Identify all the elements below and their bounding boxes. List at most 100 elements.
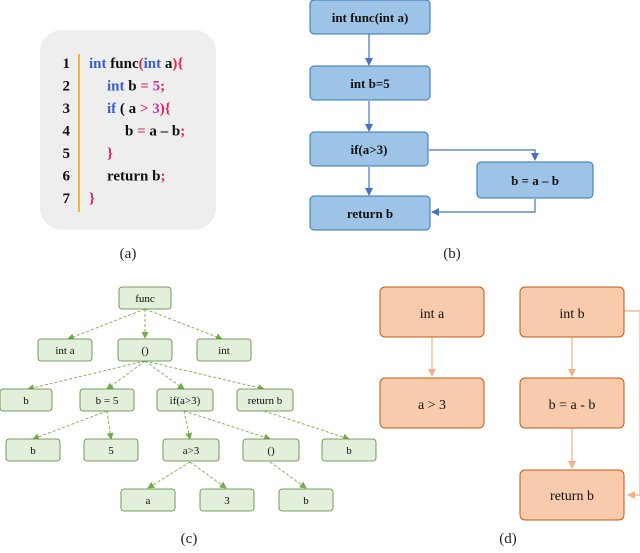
code-token: 3 [148,101,159,117]
code-line-number: 3 [63,101,71,117]
caption-a: (a) [120,246,137,262]
code-line: return b; [107,169,165,185]
ast-node-agt3 [162,438,220,462]
code-line-number: 7 [63,191,71,207]
ast-edge [32,410,108,441]
ast-node-three-label: 3 [224,495,230,507]
ast-node-root-label: func [135,293,155,305]
ast-edge [67,308,146,341]
flow-node-return [309,195,431,231]
code-token: } [89,191,95,207]
ast-node-ifa-label: if(a>3) [170,395,201,407]
ast-node-b [0,388,53,412]
code-token: ; [180,124,185,140]
pdg-node-agt3-label: a > 3 [418,398,446,413]
code-token: a [161,56,173,72]
code-token: if [107,101,117,117]
ast-edge [263,410,350,441]
flow-node-if [309,131,429,167]
code-token: a – b [146,124,181,140]
code-token: return [107,169,149,185]
flow-edge-5-4 [431,199,536,216]
code-token: b [125,124,137,140]
code-line-number: 4 [63,124,71,140]
panel-b-flowchart: int func(int a) int b=5 if(a>3) return b… [309,0,594,231]
pdg-node-bab [519,377,625,429]
caption-c: (c) [181,531,198,547]
ast-edge [106,410,114,440]
ast-node-b5 [79,388,135,412]
code-token: b [148,169,160,185]
code-token: ){ [160,101,171,117]
code-line-number: 6 [63,169,71,185]
pdg-node-intb [519,286,625,338]
ast-node-retb-label: return b [248,395,283,407]
ast-node-leafb-label: b [30,445,36,457]
pdg-node-inta [379,286,485,338]
code-token: ( a [116,101,140,117]
ast-node-agt3-label: a>3 [183,445,200,457]
ast-node-b-label: b [23,395,29,407]
caption-d: (d) [499,531,517,547]
flow-node-return-label: return b [347,206,393,221]
pdg-node-retb [519,469,625,521]
code-line: } [89,191,95,207]
code-line-number: 5 [63,146,71,162]
code-token: int [107,79,125,95]
code-token: func [107,56,139,72]
flow-node-intb-label: int b=5 [350,76,390,91]
ast-node-paren2-label: () [267,445,275,457]
ast-edge [144,308,223,341]
ast-edges [27,308,350,489]
ast-node-b3 [278,488,334,512]
flow-node-if-label: if(a>3) [350,142,387,157]
ast-edge [189,461,227,489]
pdg-node-intb-label: int b [559,307,584,322]
code-token: ; [160,169,165,185]
flow-node-func-label: int func(int a) [332,10,409,25]
pdg-node-agt3 [379,377,485,429]
ast-node-int [196,338,252,362]
code-token: ; [160,79,165,95]
ast-edge [106,360,146,390]
flow-node-func [309,0,431,35]
ast-node-leaf5-label: 5 [108,445,114,457]
code-line-number: 2 [63,79,71,95]
ast-edge [27,360,146,392]
ast-edge [147,461,191,489]
code-line: } [107,146,113,162]
ast-node-leafb2-label: b [346,445,352,457]
caption-b: (b) [443,246,461,262]
panel-d-pdg: int a a > 3 int b b = a - b return b [379,286,640,521]
code-token: = [140,79,149,95]
code-token: int [144,56,162,72]
ast-node-b5-label: b = 5 [96,395,119,407]
code-token: ){ [172,56,183,72]
ast-node-paren [117,338,173,362]
flow-edge-3-5 [429,149,539,161]
ast-node-a [120,488,176,512]
ast-node-paren-label: () [141,345,149,357]
ast-node-inta [37,338,93,362]
ast-node-b3-label: b [303,495,309,507]
ast-edge [144,360,185,390]
code-line-number: 1 [63,56,71,72]
ast-node-int-label: int [218,345,230,357]
code-line: int func(int a){ [89,56,183,72]
ast-node-paren2 [242,438,300,462]
ast-node-retb [236,388,294,412]
code-token: b [125,79,141,95]
code-token: int [89,56,107,72]
ast-edge [183,410,193,440]
ast-edge [144,360,265,392]
code-token: ( [139,56,144,72]
pdg-node-inta-label: int a [420,307,445,322]
ast-node-leafb2 [321,438,377,462]
code-line: if ( a > 3){ [107,101,171,117]
